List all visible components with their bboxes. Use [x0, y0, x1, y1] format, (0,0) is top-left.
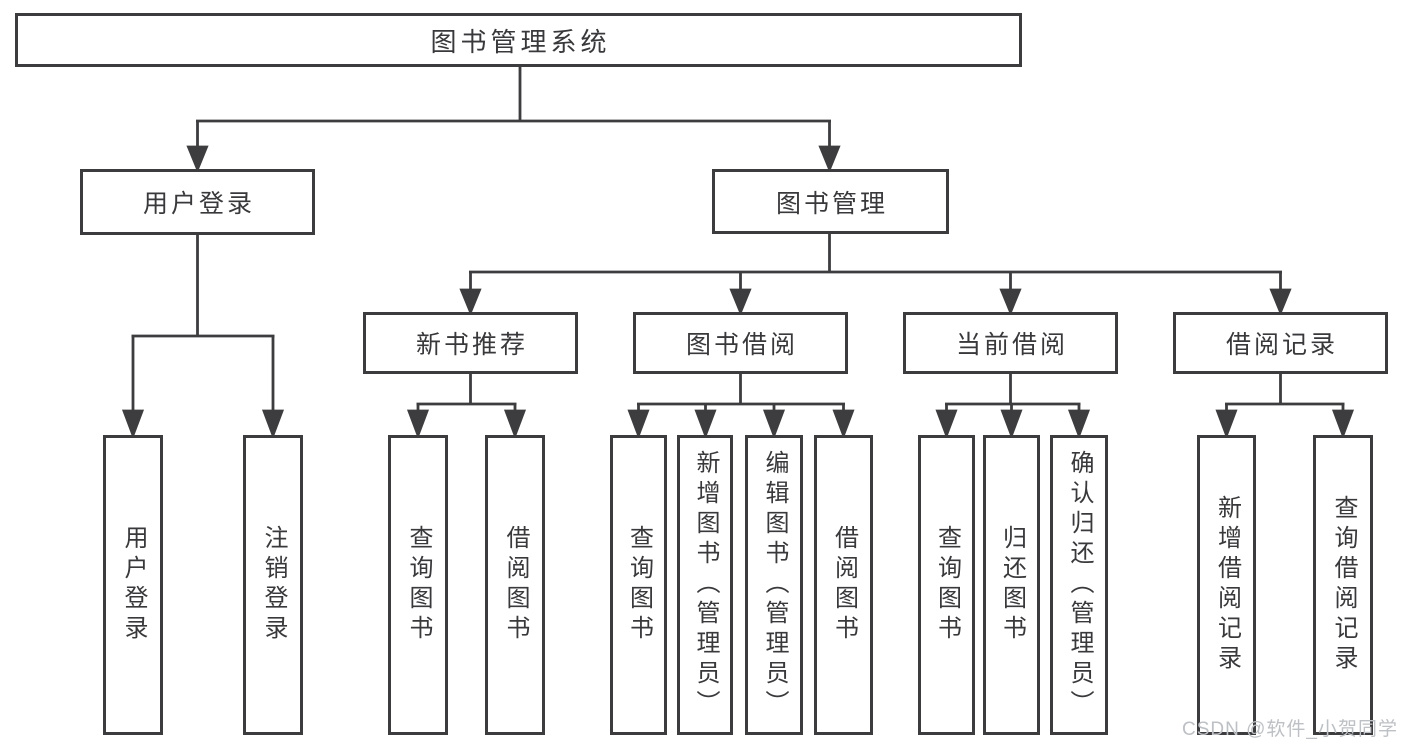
node-label: 编辑图书（管理员） — [761, 450, 788, 720]
connector-book-management — [459, 234, 1292, 316]
leaf-recommend-query-books: 查询图书 — [388, 435, 448, 735]
arrow-down-icon — [694, 409, 717, 439]
arrow-down-icon — [186, 145, 209, 173]
node-label: 查询图书 — [405, 525, 432, 645]
leaf-records-add-record: 新增借阅记录 — [1197, 435, 1256, 735]
connector-book-borrow — [627, 374, 855, 439]
connector-current-borrow — [935, 374, 1091, 439]
arrow-down-icon — [261, 409, 285, 439]
node-label: 借阅图书 — [830, 525, 858, 645]
arrow-down-icon — [1215, 409, 1238, 439]
leaf-records-query-record: 查询借阅记录 — [1313, 435, 1373, 735]
node-label: 当前借阅 — [955, 331, 1068, 359]
arrow-down-icon — [459, 288, 482, 316]
node-label: 借阅记录 — [1225, 331, 1338, 359]
node-borrow-records: 借阅记录 — [1173, 312, 1388, 374]
node-label: 归还图书 — [998, 525, 1026, 645]
arrow-down-icon — [729, 288, 752, 316]
node-label: 图书管理系统 — [430, 26, 611, 57]
leaf-current-return-books: 归还图书 — [983, 435, 1040, 735]
arrow-down-icon — [935, 409, 958, 439]
leaf-current-confirm-return-admin: 确认归还（管理员） — [1050, 435, 1108, 735]
node-new-book-recommend: 新书推荐 — [363, 312, 578, 374]
leaf-borrow-borrow-books: 借阅图书 — [814, 435, 873, 735]
node-label: 新增借阅记录 — [1213, 495, 1241, 675]
leaf-recommend-borrow-books: 借阅图书 — [485, 435, 545, 735]
node-label: 查询借阅记录 — [1330, 495, 1357, 675]
leaf-borrow-add-books-admin: 新增图书（管理员） — [677, 435, 733, 735]
node-label: 用户登录 — [142, 190, 255, 218]
arrow-down-icon — [762, 409, 786, 439]
arrow-down-icon — [818, 145, 841, 173]
leaf-current-query-books: 查询图书 — [918, 435, 975, 735]
node-label: 新书推荐 — [415, 331, 528, 359]
leaf-borrow-query-books: 查询图书 — [610, 435, 667, 735]
node-label: 图书借阅 — [685, 331, 798, 359]
node-book-management: 图书管理 — [712, 169, 949, 234]
arrow-down-icon — [1000, 409, 1023, 439]
node-label: 确认归还（管理员） — [1066, 450, 1093, 720]
arrow-down-icon — [627, 409, 650, 439]
node-label: 用户登录 — [120, 525, 147, 645]
node-current-borrow: 当前借阅 — [903, 312, 1118, 374]
connector-borrow-records — [1215, 374, 1355, 439]
arrow-down-icon — [121, 409, 145, 439]
node-library-system: 图书管理系统 — [15, 13, 1022, 67]
connector-user-login — [121, 235, 285, 439]
connector-new-book-recommend — [406, 374, 527, 439]
leaf-logout: 注销登录 — [243, 435, 303, 735]
arrow-down-icon — [406, 409, 430, 439]
leaf-borrow-edit-books-admin: 编辑图书（管理员） — [745, 435, 803, 735]
node-label: 查询图书 — [933, 525, 961, 645]
node-label: 图书管理 — [775, 189, 888, 218]
arrow-down-icon — [832, 409, 855, 439]
watermark: CSDN @软件_小贺同学 — [1182, 719, 1398, 740]
arrow-down-icon — [999, 288, 1022, 316]
connector-root — [186, 67, 841, 173]
node-label: 查询图书 — [625, 525, 653, 645]
node-label: 注销登录 — [260, 525, 287, 645]
leaf-user-login: 用户登录 — [103, 435, 163, 735]
node-label: 新增图书（管理员） — [692, 450, 719, 720]
node-label: 借阅图书 — [502, 525, 529, 645]
arrow-down-icon — [1067, 409, 1091, 439]
arrow-down-icon — [503, 409, 527, 439]
node-book-borrow: 图书借阅 — [633, 312, 848, 374]
node-user-login: 用户登录 — [80, 169, 315, 235]
arrow-down-icon — [1269, 288, 1292, 316]
arrow-down-icon — [1331, 409, 1355, 439]
